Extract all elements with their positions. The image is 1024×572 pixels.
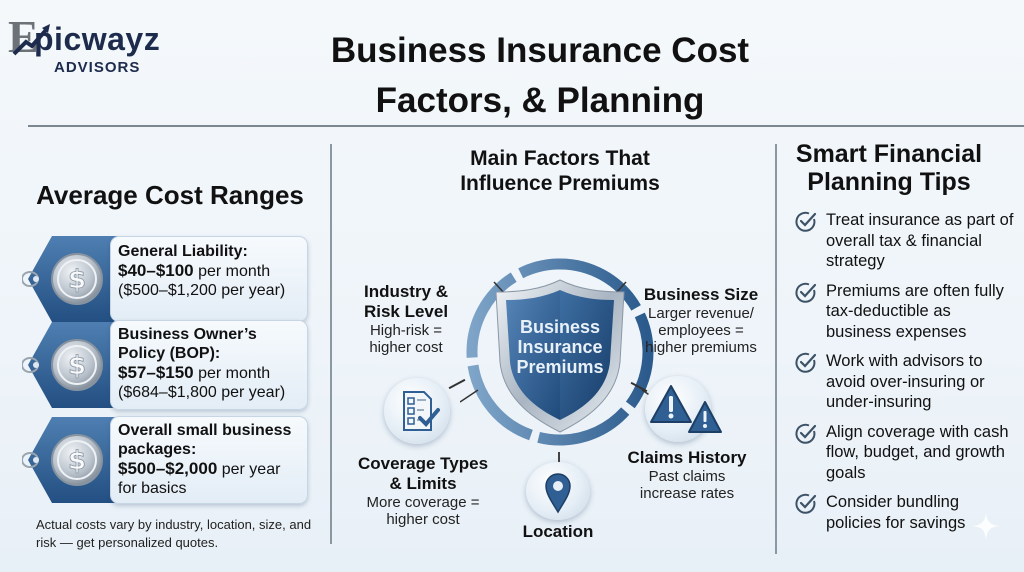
- factor-title: Location: [522, 522, 594, 541]
- tip-text: Treat insurance as part of overall tax &…: [826, 211, 1014, 270]
- factor-desc: higher premiums: [645, 339, 757, 356]
- factor-desc: Larger revenue/: [648, 305, 754, 322]
- header-divider: [28, 125, 1024, 127]
- svg-text:$: $: [68, 351, 86, 381]
- cost-disclaimer: Actual costs vary by industry, location,…: [36, 517, 312, 550]
- epicwayz-logo: E picwayz ADVISORS: [6, 11, 176, 76]
- cost-card-box: [110, 416, 308, 504]
- factor-claims-history: Claims History Past claims increase rate…: [622, 448, 752, 502]
- check-circle-icon: [795, 352, 817, 373]
- card-extra: ($684–$1,800 per year): [118, 384, 286, 401]
- factor-title: & Limits: [389, 474, 457, 493]
- factor-coverage-types: Coverage Types & Limits More coverage = …: [350, 454, 496, 528]
- tip-item: Consider bundling policies for savings: [794, 492, 1014, 533]
- card-title: Business Owner’s Policy (BOP):: [118, 326, 257, 362]
- card-extra: for basics: [118, 480, 187, 497]
- factor-location: Location: [500, 522, 616, 542]
- factor-desc: High-risk =: [369, 322, 443, 339]
- tip-text: Work with advisors to avoid over-insurin…: [826, 352, 985, 411]
- checklist-icon: [403, 391, 440, 431]
- planning-heading-line-2: Planning Tips: [807, 168, 971, 196]
- card-title: Overall small business packages:: [118, 422, 292, 458]
- column-divider-left: [330, 144, 332, 544]
- title-line-2: Factors, & Planning: [375, 81, 705, 120]
- cost-ranges-heading: Average Cost Ranges: [36, 180, 304, 210]
- price-tag-icon: $: [22, 236, 120, 322]
- cost-card-small-business: $ Overall small business packages: $500–…: [22, 416, 308, 504]
- factor-desc: higher cost: [369, 339, 443, 356]
- price-tag-icon: $: [22, 322, 120, 408]
- factors-heading-line-2: Influence Premiums: [460, 172, 660, 195]
- cost-card-general-liability: $ General Liability: $40–$100 per month …: [22, 236, 308, 322]
- factors-heading-line-1: Main Factors That: [470, 147, 650, 170]
- factor-industry-risk: Industry & Risk Level High-risk = higher…: [348, 282, 464, 356]
- check-circle-icon: [795, 282, 817, 303]
- page-title: Business Insurance Cost Factors, & Plann…: [260, 26, 820, 126]
- tip-item: Align coverage with cash flow, budget, a…: [794, 422, 1014, 484]
- sparkle-icon: [972, 512, 1000, 540]
- premium-ring-diagram: [460, 258, 660, 446]
- map-pin-icon: [545, 473, 571, 514]
- logo-subtitle: ADVISORS: [54, 59, 141, 76]
- planning-tips-heading: Smart Financial Planning Tips: [782, 140, 996, 196]
- factors-heading: Main Factors That Influence Premiums: [420, 146, 700, 196]
- check-circle-icon: [795, 493, 817, 514]
- card-range: $57–$150: [118, 363, 194, 382]
- warning-icon: [650, 385, 722, 433]
- planning-heading-line-1: Smart Financial: [795, 140, 983, 168]
- column-divider-right: [775, 144, 777, 554]
- coverage-icon-circle: [384, 378, 450, 444]
- shield-label-line-2: Insurance: [517, 337, 603, 357]
- factor-desc: More coverage =: [366, 494, 480, 511]
- location-icon-circle: [526, 462, 590, 520]
- growth-arrow-icon: [12, 24, 50, 56]
- factor-desc: employees =: [658, 322, 744, 339]
- tip-text: Consider bundling policies for savings: [826, 493, 966, 532]
- card-range-unit: per year: [217, 461, 281, 478]
- factor-desc: higher cost: [386, 511, 460, 528]
- factor-desc: Past claims: [648, 468, 726, 485]
- tip-item: Premiums are often fully tax-deductible …: [794, 281, 1014, 343]
- svg-text:$: $: [68, 446, 86, 476]
- factor-title: Industry &: [363, 282, 449, 301]
- card-extra: ($500–$1,200 per year): [118, 282, 286, 299]
- tip-item: Work with advisors to avoid over-insurin…: [794, 351, 1014, 413]
- connector-line: [558, 452, 560, 468]
- card-title: General Liability:: [118, 243, 248, 260]
- logo-wordmark: picwayz: [34, 21, 161, 57]
- card-range-unit: per month: [193, 263, 271, 280]
- cost-card-text: Business Owner’s Policy (BOP): $57–$150 …: [118, 325, 308, 402]
- cost-card-box: [110, 236, 308, 322]
- factor-desc: increase rates: [639, 485, 735, 502]
- cost-card-bop: $ Business Owner’s Policy (BOP): $57–$15…: [22, 320, 308, 410]
- card-range: $40–$100: [118, 261, 194, 280]
- tip-item: Treat insurance as part of overall tax &…: [794, 210, 1014, 272]
- card-range-unit: per month: [193, 365, 271, 382]
- shield-label: Business Insurance Premiums: [480, 317, 640, 377]
- cost-card-box: [110, 320, 308, 410]
- svg-text:$: $: [68, 265, 86, 295]
- check-circle-icon: [795, 423, 817, 444]
- factor-title: Claims History: [627, 448, 747, 467]
- claims-icon-circle: [645, 376, 722, 442]
- cost-card-text: General Liability: $40–$100 per month ($…: [118, 242, 308, 300]
- factor-title: Business Size: [643, 285, 759, 304]
- factor-business-size: Business Size Larger revenue/ employees …: [636, 285, 766, 356]
- check-circle-icon: [795, 211, 817, 232]
- cost-card-text: Overall small business packages: $500–$2…: [118, 421, 308, 498]
- logo-letter: E: [8, 11, 39, 62]
- card-range: $500–$2,000: [118, 459, 218, 478]
- tip-text: Align coverage with cash flow, budget, a…: [826, 422, 1009, 482]
- tip-text: Premiums are often fully tax-deductible …: [826, 281, 1004, 341]
- title-line-1: Business Insurance Cost: [330, 31, 750, 70]
- factor-title: Risk Level: [363, 302, 449, 321]
- shield-label-line-1: Business: [519, 317, 601, 337]
- shield-label-line-3: Premiums: [516, 357, 604, 377]
- factor-title: Coverage Types: [357, 454, 489, 473]
- price-tag-icon: $: [22, 417, 120, 503]
- planning-tips-list: Treat insurance as part of overall tax &…: [794, 210, 1014, 542]
